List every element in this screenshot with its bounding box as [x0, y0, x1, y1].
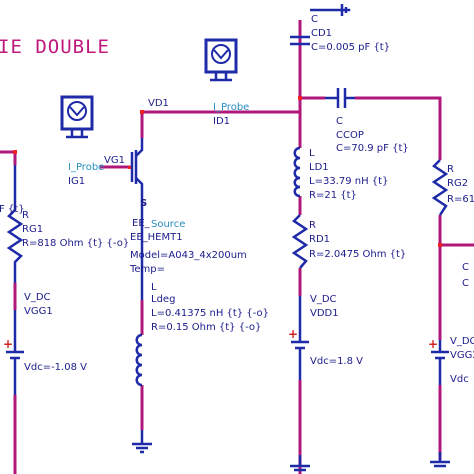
hemt-source: Source: [151, 219, 185, 230]
junction-dot: [298, 96, 302, 100]
inductor-ld1[interactable]: L LD1 L=33.79 nH {t} R=21 {t}: [293, 146, 389, 201]
ld1-type: L: [309, 148, 315, 159]
cd1-type: C: [311, 14, 318, 25]
ground-icon: [290, 455, 310, 472]
ld1-name: LD1: [309, 162, 329, 173]
vgg2-type: V_DC: [450, 336, 474, 347]
resistor-rg1[interactable]: F {t} R RG1 R=818 Ohm {t} {-o}: [0, 165, 129, 283]
svg-text:+: +: [428, 337, 438, 351]
ldeg-type: L: [151, 282, 157, 293]
ldeg-name: Ldeg: [151, 294, 175, 305]
dc-source-vdd1[interactable]: + V_DC VDD1 Vdc=1.8 V: [288, 294, 363, 380]
ig1-type: I_Probe: [68, 162, 104, 173]
junction-dot: [140, 110, 144, 114]
vgg1-name: VGG1: [24, 306, 53, 317]
vdd1-name: VDD1: [310, 308, 339, 319]
junction-dot: [13, 150, 17, 154]
hemt-name: EE_HEMT1: [130, 232, 183, 243]
right-c-1: C: [462, 262, 469, 273]
cd1-name: CD1: [311, 28, 332, 39]
right-c-2: C: [462, 278, 469, 289]
current-probe-ig1[interactable]: I_Probe IG1: [60, 95, 104, 187]
ccop-name: CCOP: [336, 130, 364, 141]
rg1-fragment: F {t}: [0, 204, 25, 215]
dc-source-vgg2[interactable]: + V_DC VGG2 Vdc: [428, 336, 474, 385]
ldeg-value-l: L=0.41375 nH {t} {-o}: [151, 308, 269, 319]
rd1-value: R=2.0475 Ohm {t}: [309, 249, 406, 260]
vgg1-type: V_DC: [24, 292, 51, 303]
rd1-name: RD1: [309, 234, 330, 245]
inductor-ldeg[interactable]: L Ldeg L=0.41375 nH {t} {-o} R=0.15 Ohm …: [135, 282, 269, 387]
ccop-value: C=70.9 pF {t}: [336, 143, 409, 154]
hemt-transistor[interactable]: S EE_ Source EE_HEMT1 Model=A043_4x200um…: [128, 138, 247, 300]
dc-source-vgg1[interactable]: + V_DC VGG1 Vdc=-1.08 V: [3, 292, 87, 395]
vdd1-type: V_DC: [310, 294, 337, 305]
rg1-name: RG1: [22, 224, 43, 235]
rg2-name: RG2: [447, 178, 468, 189]
capacitor-right-partial: C C: [462, 262, 469, 289]
vdd1-value: Vdc=1.8 V: [310, 356, 363, 367]
ig1-name: IG1: [68, 176, 85, 187]
ground-icon: [430, 452, 450, 468]
vgg1-value: Vdc=-1.08 V: [24, 362, 87, 373]
rg2-value: R=618: [447, 194, 474, 205]
rg1-value: R=818 Ohm {t} {-o}: [22, 238, 129, 249]
ccop-type: C: [336, 116, 343, 127]
ld1-value-r: R=21 {t}: [309, 190, 357, 201]
current-probe-id1[interactable]: I_Probe ID1: [204, 38, 249, 127]
rg1-type: R: [22, 210, 29, 221]
cd1-value: C=0.005 pF {t}: [311, 42, 390, 53]
ground-icon: [132, 430, 152, 454]
ldeg-value-r: R=0.15 Ohm {t} {-o}: [151, 322, 261, 333]
hemt-prefix: EE_: [132, 218, 151, 229]
node-vd1: VD1: [148, 98, 169, 109]
capacitor-cd1[interactable]: C CD1 C=0.005 pF {t}: [290, 14, 390, 53]
capacitor-ccop[interactable]: C CCOP C=70.9 pF {t}: [325, 88, 409, 154]
resistor-rg2[interactable]: R RG2 R=618: [431, 159, 474, 216]
rg2-type: R: [447, 164, 454, 175]
vgg2-value: Vdc: [450, 374, 469, 385]
node-vg1: VG1: [104, 155, 125, 166]
id1-name: ID1: [213, 116, 230, 127]
svg-text:+: +: [288, 327, 298, 341]
ground-icon: [310, 4, 351, 16]
svg-text:+: +: [3, 337, 13, 351]
resistor-rd1[interactable]: R RD1 R=2.0475 Ohm {t}: [291, 214, 406, 269]
junction-dot: [438, 243, 442, 247]
rd1-type: R: [309, 220, 316, 231]
ld1-value-l: L=33.79 nH {t}: [309, 176, 388, 187]
vgg2-name: VGG2: [450, 350, 474, 361]
schematic-title: IE DOUBLE: [0, 36, 110, 58]
hemt-model: Model=A043_4x200um: [130, 250, 247, 261]
hemt-pin-s: S: [140, 198, 147, 209]
hemt-temp: Temp=: [129, 264, 165, 275]
wire-ccop-right: [355, 96, 442, 120]
id1-type: I_Probe: [213, 102, 249, 113]
